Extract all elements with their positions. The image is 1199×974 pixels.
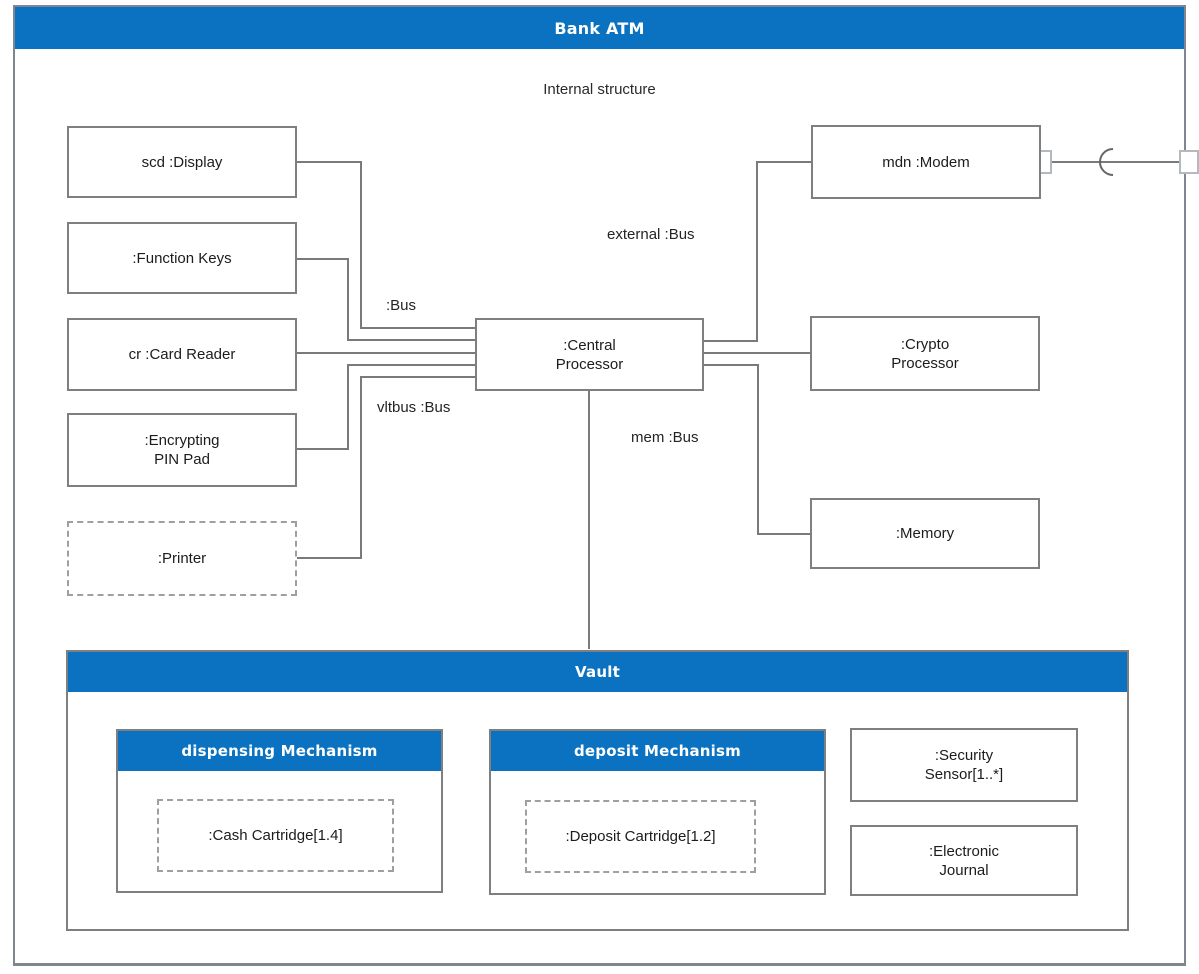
part-printer-label: :Printer [157, 550, 207, 567]
part-function-keys-label: :Function Keys [132, 249, 232, 267]
atm-frame [13, 5, 1186, 966]
electronic-journal-label-line1: :Electronic [928, 842, 1000, 860]
part-crypto-processor: :Crypto Processor [810, 316, 1040, 391]
part-central-processor-label-line2: Processor [555, 355, 624, 373]
part-central-processor-label-line1: :Central [563, 336, 616, 354]
dispensing-mechanism-title-bar: dispensing Mechanism [118, 731, 441, 771]
part-encrypting-pin-pad: :Encrypting PIN Pad [67, 413, 297, 487]
dispensing-mechanism-box: dispensing Mechanism :Cash Cartridge[1.4… [116, 729, 443, 893]
function-keys-bus-connector [296, 258, 475, 341]
diagram-title-bar: Bank ATM [15, 7, 1184, 49]
part-central-processor: :Central Processor [475, 318, 704, 391]
mem-bus-connector [703, 364, 810, 535]
part-crypto-processor-label-line2: Processor [891, 354, 959, 372]
diagram-title: Bank ATM [554, 18, 645, 38]
part-encrypting-pin-pad-label-line1: :Encrypting [144, 432, 220, 449]
part-encrypting-pin-pad-label-line2: PIN Pad [154, 451, 210, 468]
deposit-cartridge-box: :Deposit Cartridge[1.2] [525, 800, 756, 873]
deposit-mechanism-box: deposit Mechanism :Deposit Cartridge[1.2… [489, 729, 826, 895]
part-printer: :Printer [67, 521, 297, 596]
deposit-mechanism-title: deposit Mechanism [574, 742, 741, 760]
part-display-label: scd :Display [141, 153, 223, 171]
external-bus-label: external :Bus [607, 226, 695, 243]
diagram-subtitle: Internal structure [543, 81, 656, 98]
vltbus-label: vltbus :Bus [377, 399, 451, 416]
dispensing-mechanism-title: dispensing Mechanism [181, 742, 378, 760]
part-card-reader-label: cr :Card Reader [128, 346, 236, 363]
vault-title-bar: Vault [68, 652, 1127, 692]
part-memory: :Memory [810, 498, 1040, 569]
vault-box: Vault dispensing Mechanism :Cash Cartrid… [66, 650, 1129, 931]
external-bus-connector [703, 161, 811, 342]
part-display: scd :Display [67, 126, 297, 198]
printer-bus-connector [296, 376, 475, 559]
mem-bus-label: mem :Bus [631, 429, 699, 446]
cash-cartridge-label: :Cash Cartridge[1.4] [208, 827, 343, 844]
pin-pad-bus-connector [296, 364, 475, 450]
socket-icon [1099, 148, 1114, 176]
part-function-keys: :Function Keys [67, 222, 297, 294]
security-sensor-label-line1: :Security [934, 747, 994, 764]
part-modem: mdn :Modem [811, 125, 1041, 199]
electronic-journal-label-line2: Journal [939, 861, 989, 879]
security-sensor-box: :Security Sensor[1..*] [850, 728, 1078, 802]
frame-port [1179, 150, 1199, 174]
electronic-journal-box: :Electronic Journal [850, 825, 1078, 896]
vault-title: Vault [575, 663, 620, 681]
part-crypto-processor-label-line1: :Crypto [900, 335, 950, 353]
bus-label: :Bus [386, 297, 417, 314]
part-memory-label: :Memory [895, 525, 955, 542]
part-card-reader: cr :Card Reader [67, 318, 297, 391]
display-bus-connector [296, 161, 475, 329]
security-sensor-label-line2: Sensor[1..*] [924, 766, 1004, 783]
deposit-cartridge-label: :Deposit Cartridge[1.2] [565, 828, 716, 845]
cash-cartridge-box: :Cash Cartridge[1.4] [157, 799, 394, 872]
part-modem-label: mdn :Modem [882, 153, 970, 171]
deposit-mechanism-title-bar: deposit Mechanism [491, 731, 824, 771]
